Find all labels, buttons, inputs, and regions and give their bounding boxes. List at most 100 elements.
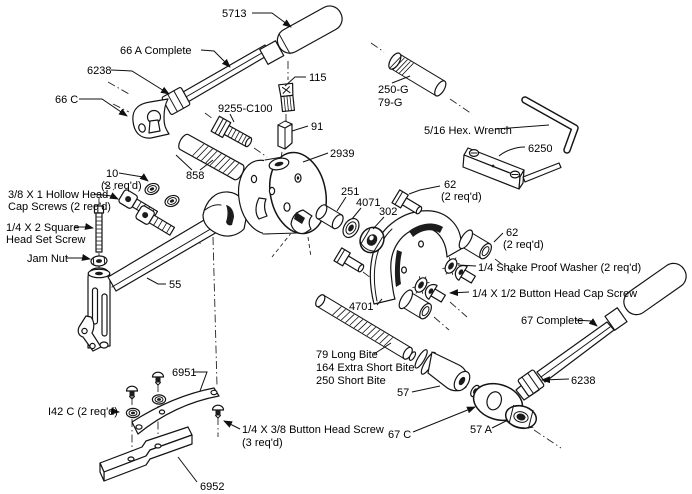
leader-66a	[200, 49, 231, 68]
leader-6951	[194, 371, 208, 392]
leader-67-complete	[574, 318, 598, 327]
leader-set-screw	[75, 222, 94, 230]
part-button-head-cap-screw-lower	[424, 283, 446, 303]
label-251: 251	[341, 186, 359, 198]
leader-91	[291, 125, 309, 132]
part-66a-handle	[132, 5, 343, 139]
label-4701: 4701	[349, 301, 373, 313]
part-6951-bar	[131, 387, 220, 435]
label-6952: 6952	[200, 481, 224, 493]
leader-i42c	[109, 407, 120, 415]
label-6951: 6951	[172, 367, 196, 379]
label-10-qty: (2 req'd)	[101, 180, 142, 192]
leader-lines	[66, 12, 598, 483]
label-button-screw-1: 1/4 X 3/8 Button Head Screw	[242, 424, 384, 436]
part-302-nut	[359, 226, 385, 254]
part-250g-insert	[388, 52, 447, 97]
part-62-stud-lower	[333, 247, 365, 273]
label-button-cap: 1/4 X 1/2 Button Head Cap Screw	[472, 288, 637, 300]
label-5713: 5713	[222, 8, 246, 20]
leader-hollow-head	[93, 192, 119, 200]
part-bite-rod	[315, 294, 417, 361]
label-858: 858	[186, 170, 204, 182]
part-button-head-screws-3req	[125, 371, 225, 419]
part-4071-washer	[342, 217, 360, 239]
part-251-roller	[315, 204, 344, 230]
leader-6250	[498, 146, 526, 157]
label-250g: 250-G	[378, 84, 409, 96]
label-4071: 4071	[356, 197, 380, 209]
label-91: 91	[311, 121, 323, 133]
leader-302	[372, 216, 385, 230]
leader-66c	[79, 98, 128, 117]
part-4701-arch	[369, 210, 462, 305]
leader-55	[146, 277, 166, 285]
part-jam-nut	[90, 255, 108, 267]
label-67-complete: 67 Complete	[521, 315, 583, 327]
leader-4701	[376, 298, 383, 306]
label-bites-2: 164 Extra Short Bite	[316, 362, 414, 374]
leader-57a	[491, 420, 507, 429]
part-5713-grip	[276, 5, 343, 55]
leader-shake-washer	[457, 264, 477, 267]
leader-115	[284, 76, 306, 87]
label-9255-c100: 9255-C100	[218, 103, 272, 115]
label-set-screw-1: 1/4 X 2 Square	[6, 222, 79, 234]
part-shake-proof-washer-lower	[412, 276, 430, 294]
labels: 5713 66 A Complete 6238 66 C 115 9255-C1…	[6, 8, 641, 493]
label-2939: 2939	[330, 148, 354, 160]
label-hex-wrench: 5/16 Hex. Wrench	[424, 125, 512, 137]
leader-858	[175, 154, 214, 171]
leader-jam-nut	[66, 253, 91, 261]
label-62-lower-qty: (2 req'd)	[503, 239, 544, 251]
leader-6952	[177, 456, 198, 483]
leader-62-upper	[408, 185, 441, 195]
label-hollow-head-2: Cap Screws (2 req'd)	[8, 201, 111, 213]
leader-bites	[373, 342, 392, 355]
part-i42c-washers	[125, 394, 167, 419]
label-6238-right: 6238	[571, 375, 595, 387]
part-57a-nut	[504, 404, 538, 430]
leader-2939	[302, 152, 329, 163]
part-2939-drum	[237, 151, 327, 235]
part-6952-block	[99, 426, 193, 482]
label-set-screw-2: Head Set Screw	[6, 234, 86, 246]
label-66a-complete: 66 A Complete	[120, 45, 192, 57]
label-hollow-head-1: 3/8 X 1 Hollow Head	[8, 189, 108, 201]
part-button-head-cap-screw-upper	[454, 264, 476, 284]
label-62-upper-qty: (2 req'd)	[441, 191, 482, 203]
part-shake-proof-washer-upper	[442, 257, 460, 275]
part-10-washers	[144, 182, 180, 208]
leader-250g	[391, 75, 411, 84]
part-66c-yoke	[132, 98, 170, 139]
label-55: 55	[169, 279, 181, 291]
label-66c: 66 C	[55, 94, 78, 106]
label-67c: 67 C	[388, 429, 411, 441]
leader-10	[118, 172, 149, 182]
part-57-cone	[414, 349, 480, 398]
leader-5713	[252, 12, 292, 28]
part-62-bushing-lower	[398, 289, 433, 320]
label-10: 10	[106, 168, 118, 180]
label-bites-3: 250 Short Bite	[316, 375, 386, 387]
part-6238-hex-right	[517, 369, 545, 397]
label-shake-washer: 1/4 Shake Proof Washer (2 req'd)	[478, 262, 641, 274]
label-57a: 57 A	[470, 424, 493, 436]
leader-button-screw	[223, 420, 241, 430]
label-79g: 79-G	[378, 97, 402, 109]
part-115-screw	[278, 82, 296, 113]
label-62-upper: 62	[444, 179, 456, 191]
leader-4071	[351, 207, 362, 220]
leader-62-lower	[493, 232, 504, 243]
leader-6238-right	[541, 376, 570, 384]
label-6238-left: 6238	[87, 65, 111, 77]
leader-57	[411, 385, 441, 393]
leader-hex-wrench	[495, 124, 550, 130]
part-hollow-head-cap-screws	[118, 189, 176, 236]
part-hex-wrench	[521, 96, 579, 154]
leader-button-cap	[449, 289, 470, 297]
part-6250-holder	[462, 147, 562, 190]
leader-6238-left	[110, 69, 170, 95]
